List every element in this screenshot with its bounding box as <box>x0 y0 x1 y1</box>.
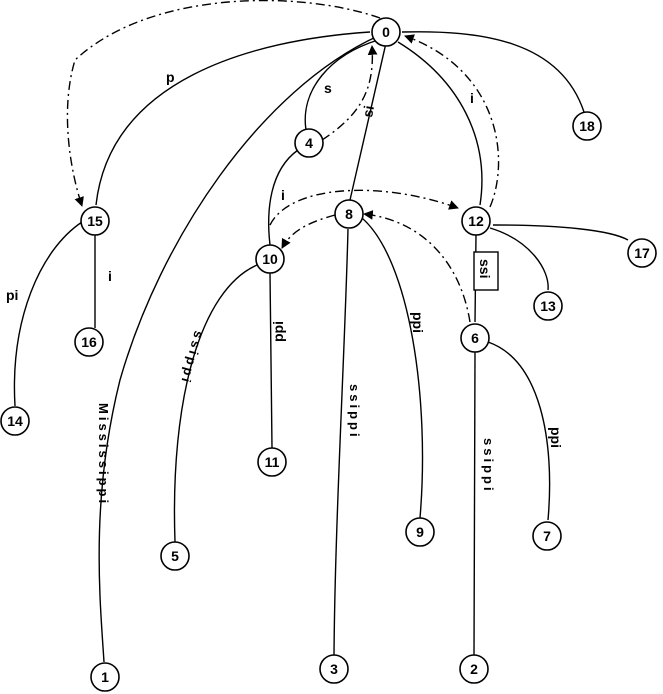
edge-labels: p s si i i pi i ssi ppi ssippi ppi ssipp… <box>6 69 564 506</box>
svg-text:17: 17 <box>634 245 650 261</box>
node-3: 3 <box>319 654 349 684</box>
node-14: 14 <box>0 406 30 436</box>
label-ssi-box: ssi <box>477 259 493 278</box>
svg-text:15: 15 <box>87 213 103 229</box>
svg-text:12: 12 <box>468 213 484 229</box>
svg-text:4: 4 <box>305 135 313 151</box>
node-6: 6 <box>460 323 490 353</box>
link-8-10 <box>281 214 336 249</box>
svg-text:2: 2 <box>470 661 478 677</box>
svg-text:1: 1 <box>101 669 109 685</box>
node-1: 1 <box>90 662 120 692</box>
label-mississippi: Mississippi <box>96 403 111 506</box>
label-pi: pi <box>6 287 18 303</box>
node-9: 9 <box>405 517 435 547</box>
edge-15-14 <box>13 221 83 407</box>
svg-text:9: 9 <box>416 524 424 540</box>
node-11: 11 <box>257 447 287 477</box>
tree-edges <box>13 31 629 663</box>
label-ppi-8-9: ppi <box>410 312 426 333</box>
label-s: s <box>324 80 332 96</box>
svg-text:11: 11 <box>265 454 280 470</box>
svg-text:13: 13 <box>540 298 556 314</box>
edge-0-1 <box>98 35 379 663</box>
label-i-15-16: i <box>108 268 112 284</box>
node-7: 7 <box>532 521 562 551</box>
node-16: 16 <box>74 327 104 357</box>
edge-12-17 <box>492 224 629 241</box>
link-12-0 <box>404 34 500 208</box>
svg-text:10: 10 <box>262 251 278 267</box>
label-si: si <box>359 104 377 118</box>
svg-text:8: 8 <box>345 206 353 222</box>
svg-text:16: 16 <box>81 334 97 350</box>
node-5: 5 <box>160 541 190 571</box>
svg-text:6: 6 <box>471 330 479 346</box>
edge-0-4 <box>304 39 379 131</box>
edge-8-9 <box>361 217 424 519</box>
label-ppi-6-7: ppi <box>548 427 564 448</box>
node-13: 13 <box>533 291 563 321</box>
node-17: 17 <box>627 238 657 268</box>
node-12: 12 <box>461 206 491 236</box>
edge-0-15 <box>95 31 371 206</box>
edge-0-12 <box>397 41 483 206</box>
node-2: 2 <box>459 654 489 684</box>
edge-0-18 <box>401 31 585 113</box>
node-8: 8 <box>334 199 364 229</box>
node-15: 15 <box>80 206 110 236</box>
svg-text:5: 5 <box>171 548 179 564</box>
label-i-link: i <box>281 187 285 203</box>
node-0: 0 <box>371 17 401 47</box>
link-6-8 <box>363 210 471 323</box>
label-ssippi-10-5: ssippi <box>178 329 207 387</box>
svg-text:0: 0 <box>382 24 390 40</box>
suffix-links <box>66 0 500 323</box>
edge-0-8 <box>349 42 387 201</box>
link-10-12 <box>269 189 459 226</box>
edge-10-5 <box>173 264 258 543</box>
link-4-0 <box>321 45 378 141</box>
link-0-15 <box>66 0 381 207</box>
svg-text:18: 18 <box>579 118 595 134</box>
svg-text:3: 3 <box>330 661 338 677</box>
nodes: 0 18 4 15 8 12 10 17 13 16 6 14 11 9 7 5… <box>0 17 657 692</box>
svg-text:7: 7 <box>543 528 551 544</box>
edge-4-10 <box>268 149 299 246</box>
label-i-root: i <box>470 90 474 106</box>
edge-12-13 <box>489 227 549 291</box>
node-10: 10 <box>255 244 285 274</box>
svg-text:14: 14 <box>7 413 23 429</box>
label-p: p <box>166 69 175 85</box>
ssi-box <box>473 251 499 291</box>
label-ssippi-8-3: ssippi <box>347 384 362 440</box>
label-ppi-10-11: ppi <box>270 321 286 342</box>
edge-6-2 <box>473 351 476 656</box>
edge-6-7 <box>487 341 551 521</box>
edge-8-3 <box>333 228 349 656</box>
node-18: 18 <box>572 111 602 141</box>
edge-10-11 <box>269 272 273 449</box>
node-4: 4 <box>294 128 324 158</box>
label-ssippi-6-2: ssippi <box>481 438 496 494</box>
